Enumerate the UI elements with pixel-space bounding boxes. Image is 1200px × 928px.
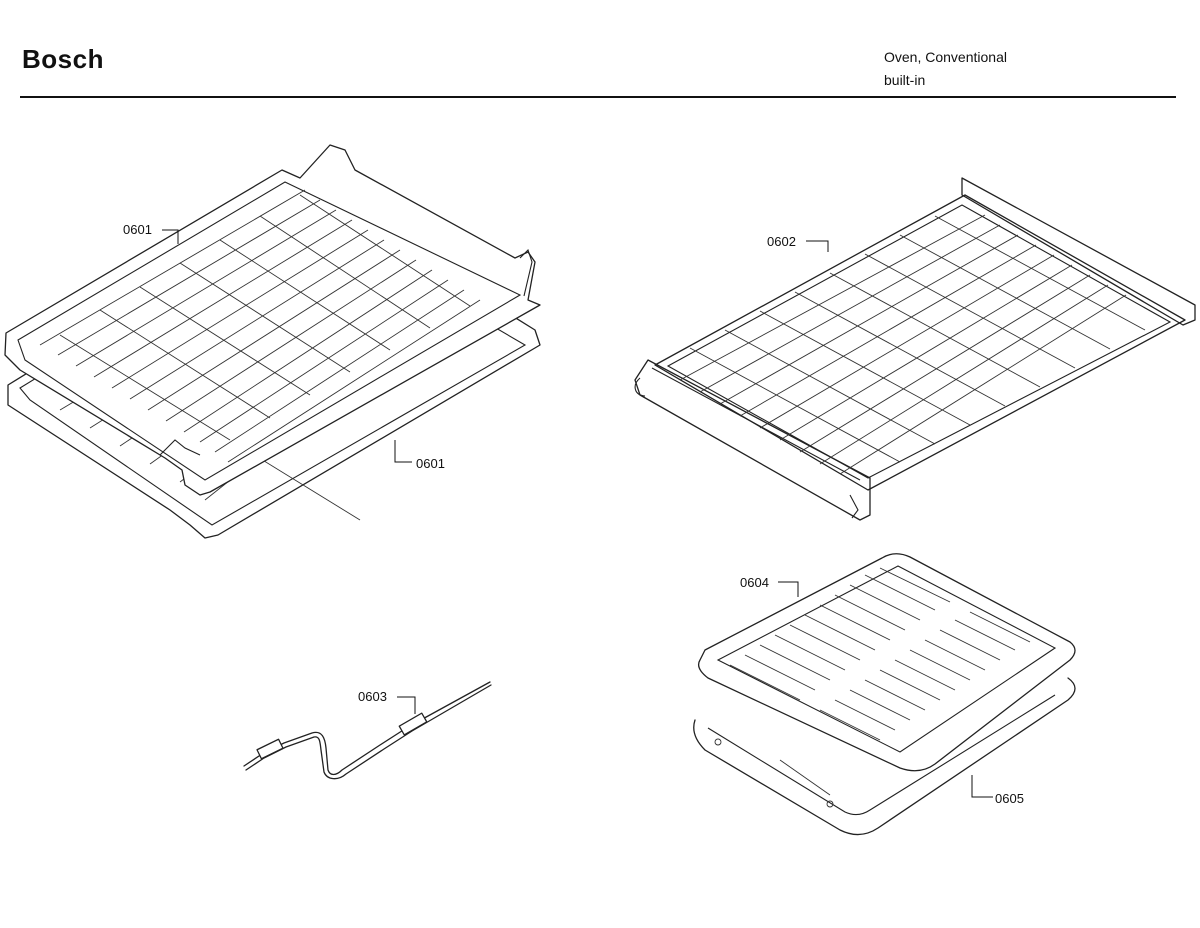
model-description: Oven, Conventional built-in [884,46,1007,92]
callout-0601-lower[interactable]: 0601 [394,440,445,471]
callout-0603[interactable]: 0603 [358,689,416,714]
callout-0601-upper[interactable]: 0601 [123,222,179,244]
callout-label-0601-lower: 0601 [416,456,445,471]
callout-label-0604: 0604 [740,575,769,590]
header-divider [20,96,1176,98]
wire-rack-upper[interactable] [4,144,541,496]
callout-0604[interactable]: 0604 [740,575,799,597]
description-line-1: Oven, Conventional [884,49,1007,65]
callout-label-0601-upper: 0601 [123,222,152,237]
callout-0602[interactable]: 0602 [767,234,829,252]
page-header: Bosch Oven, Conventional built-in [0,0,1200,100]
callout-label-0602: 0602 [767,234,796,249]
meat-probe[interactable] [243,681,492,780]
telescopic-rack[interactable] [634,177,1196,521]
broil-grid[interactable] [697,553,1076,772]
brand-logo: Bosch [22,44,104,74]
description-line-2: built-in [884,72,926,88]
callout-label-0603: 0603 [358,689,387,704]
callout-0605[interactable]: 0605 [971,775,1024,806]
callout-label-0605: 0605 [995,791,1024,806]
broil-pan[interactable] [693,677,1076,836]
